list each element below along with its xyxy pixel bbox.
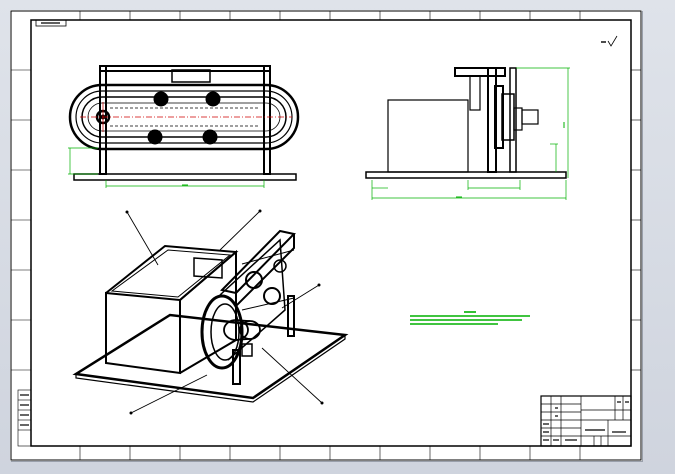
outer-border — [10, 10, 642, 461]
zone-ticks — [11, 11, 641, 460]
drawing-canvas — [10, 10, 642, 461]
title-block — [540, 395, 632, 447]
drawing-sheet — [10, 10, 642, 461]
title-block-labels — [543, 401, 629, 441]
leader-lines — [126, 210, 323, 414]
surface-roughness-symbol — [601, 35, 618, 47]
leader-dots — [125, 209, 324, 415]
front-view — [68, 65, 300, 181]
technical-requirements-note — [410, 311, 530, 325]
left-revision-block — [17, 389, 32, 447]
inner-border — [30, 19, 632, 447]
side-view — [365, 67, 567, 179]
front-dimensions — [68, 147, 265, 188]
isometric-view — [72, 229, 349, 403]
drawing-number-box — [35, 19, 67, 27]
side-dimensions — [371, 67, 570, 200]
